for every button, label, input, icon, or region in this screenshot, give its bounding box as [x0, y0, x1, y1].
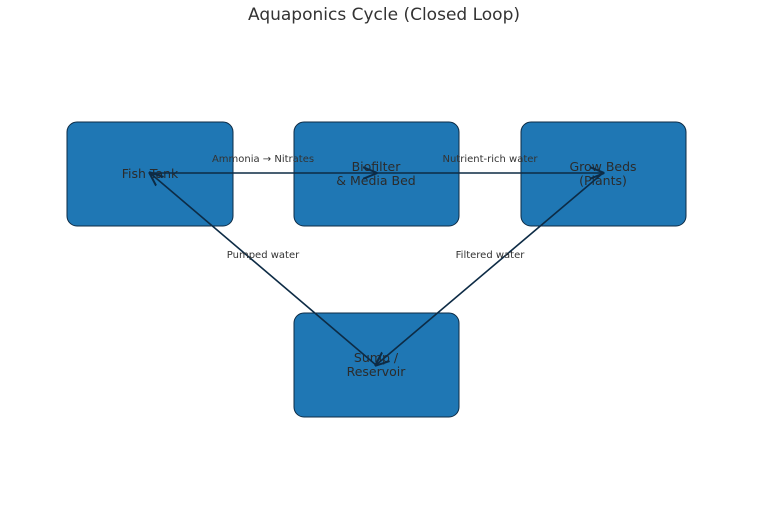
node-biofilter-label-line1: Biofilter: [352, 159, 402, 174]
edge-fish-to-biofilter: Ammonia → Nitrates: [150, 154, 376, 173]
edge-fish-to-biofilter-label: Ammonia → Nitrates: [212, 154, 314, 165]
diagram-title: Aquaponics Cycle (Closed Loop): [248, 5, 520, 25]
node-biofilter: Biofilter & Media Bed: [293, 121, 460, 227]
edge-biofilter-to-grow: Nutrient-rich water: [376, 154, 603, 173]
node-biofilter-label-line2: & Media Bed: [336, 173, 415, 188]
edge-sump-to-fish-label: Pumped water: [227, 250, 300, 261]
node-sump-label-line2: Reservoir: [347, 364, 407, 379]
node-grow-beds-label-line1: Grow Beds: [569, 159, 636, 174]
node-grow-beds: Grow Beds (Plants): [520, 121, 687, 227]
nodes-layer: Fish Tank Biofilter & Media Bed Grow Bed…: [66, 121, 687, 418]
edge-sump-to-fish-line: [150, 173, 377, 366]
edge-biofilter-to-grow-label: Nutrient-rich water: [442, 154, 538, 165]
node-grow-beds-label-line2: (Plants): [579, 173, 627, 188]
edge-grow-to-sump: Filtered water: [376, 172, 604, 365]
edge-grow-to-sump-line: [376, 172, 604, 365]
edges-layer: Ammonia → Nitrates Nutrient-rich water F…: [150, 154, 603, 365]
edge-grow-to-sump-label: Filtered water: [456, 250, 526, 261]
edge-sump-to-fish: Pumped water: [150, 173, 377, 366]
